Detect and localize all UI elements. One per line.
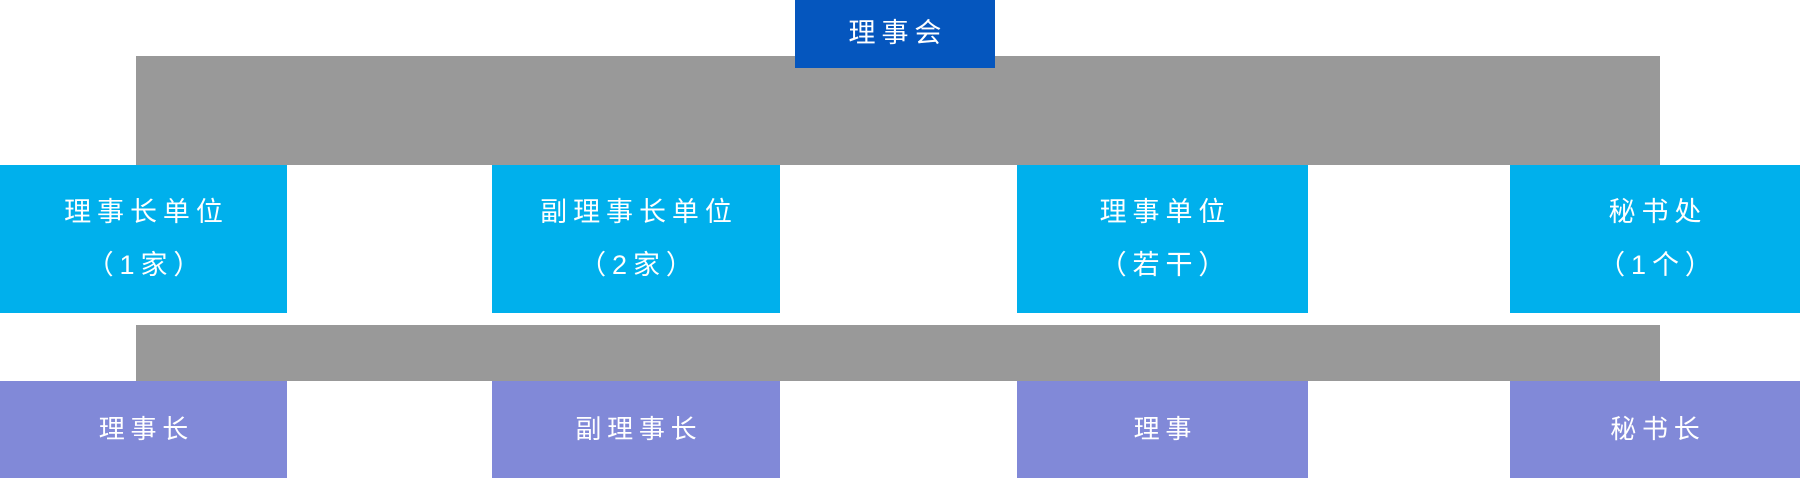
node-role-secretary-general[interactable]: 秘书长 — [1510, 381, 1800, 478]
node-unit-chairman-unit[interactable]: 理事长单位 （1家） — [0, 165, 287, 313]
node-unit-chairman-unit-count: （1家） — [86, 250, 207, 280]
node-role-director-label: 理事 — [1133, 413, 1198, 444]
node-role-chairman[interactable]: 理事长 — [0, 381, 287, 478]
node-board-of-directors[interactable]: 理事会 — [795, 0, 995, 68]
node-unit-secretariat-count: （1个） — [1598, 250, 1718, 280]
node-unit-secretariat[interactable]: 秘书处 （1个） — [1510, 165, 1800, 313]
node-unit-director-unit-label: 理事单位 — [1099, 196, 1232, 227]
node-unit-vice-chairman-unit-count: （2家） — [579, 250, 699, 280]
node-unit-director-unit-count: （若干） — [1099, 250, 1232, 280]
node-unit-secretariat-label: 秘书处 — [1608, 196, 1708, 227]
node-unit-chairman-unit-label: 理事长单位 — [64, 196, 229, 227]
node-unit-vice-chairman-unit[interactable]: 副理事长单位 （2家） — [492, 165, 780, 313]
node-role-vice-chairman-label: 副理事长 — [575, 413, 703, 444]
node-role-director[interactable]: 理事 — [1017, 381, 1308, 478]
node-board-of-directors-label: 理事会 — [848, 18, 948, 49]
node-unit-vice-chairman-unit-label: 副理事长单位 — [540, 196, 738, 227]
connector-trunk-upper — [136, 56, 1660, 165]
connector-trunk-lower — [136, 325, 1660, 381]
node-unit-director-unit[interactable]: 理事单位 （若干） — [1017, 165, 1308, 313]
node-role-chairman-label: 理事长 — [98, 413, 194, 444]
node-role-vice-chairman[interactable]: 副理事长 — [492, 381, 780, 478]
node-role-secretary-general-label: 秘书长 — [1610, 413, 1706, 444]
